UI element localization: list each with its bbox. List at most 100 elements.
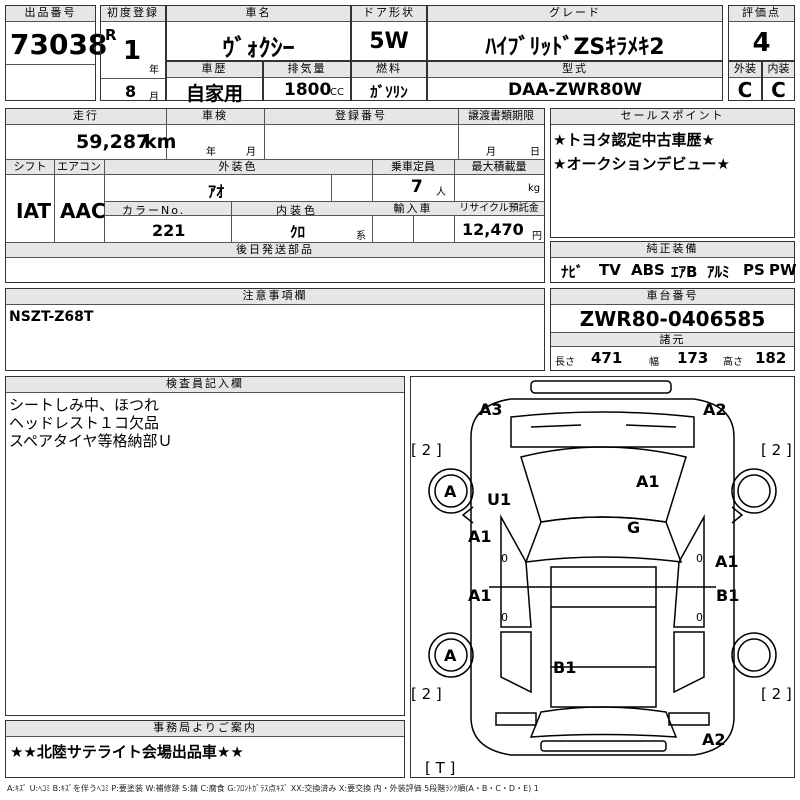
shift: IAT: [16, 199, 52, 223]
shift-label: シフト: [6, 160, 54, 175]
sales-point: ★トヨタ認定中古車歴★: [553, 131, 715, 149]
color-no: 221: [152, 221, 186, 240]
mark-b1-rear: B1: [553, 658, 576, 677]
int-grade: C: [771, 78, 786, 102]
score-cell: 評価点 4: [728, 5, 795, 61]
cc-unit: CC: [330, 87, 344, 98]
int-label: 内装: [763, 62, 794, 78]
doors: 5W: [369, 29, 409, 54]
capacity-label: 乗車定員: [372, 160, 454, 175]
mark-a2-front-right: A2: [703, 400, 727, 419]
exterior-color: ｱｵ: [208, 182, 225, 201]
caution-text: NSZT-Z68T: [9, 309, 94, 325]
ac: AAC: [60, 199, 106, 223]
spec-label: 諸元: [551, 332, 794, 347]
displacement: 1800: [284, 80, 332, 100]
model-cell: 型式 DAA-ZWR80W: [427, 61, 723, 101]
plate-label: 登録番号: [264, 109, 458, 125]
mark-zero: 0: [696, 552, 703, 565]
int-grade-cell: 内装 C: [762, 61, 795, 102]
yen-unit: 円: [532, 231, 542, 242]
mark-zero: 0: [501, 611, 508, 624]
ac-label: エアコン: [54, 160, 104, 175]
mileage-label: 走行: [6, 109, 166, 125]
color-no-label: カラーNo.: [122, 204, 186, 217]
grade: ﾊｲﾌﾞﾘｯﾄﾞZSｷﾗﾒｷ2: [485, 35, 665, 60]
mark-zero: 0: [501, 552, 508, 565]
sales-label: セールスポイント: [551, 109, 794, 125]
shaken-month-unit: 月: [246, 147, 256, 158]
mark-a1-left-front-door: A1: [468, 527, 492, 546]
inspector-notes: 検査員記入欄 シートしみ中、ほつれ ヘッドレスト１コ欠品 スペアタイヤ等格納部Ｕ: [5, 376, 405, 716]
history-cell: 車歴 自家用: [166, 61, 263, 105]
equip-ps: PS: [743, 261, 765, 279]
doors-cell: ドア形状 5W: [351, 5, 427, 61]
score-label: 評価点: [729, 6, 794, 22]
later-parts-label: 後日発送部品: [6, 243, 544, 258]
inspector-line: シートしみ中、ほつれ: [9, 396, 160, 414]
grade-cell: グレード ﾊｲﾌﾞﾘｯﾄﾞZSｷﾗﾒｷ2: [427, 5, 723, 61]
height-label: 高さ: [723, 357, 743, 368]
import-label: 輸入車: [372, 202, 454, 216]
month-unit: 月: [149, 92, 159, 103]
damage-diagram: [ 2 ] [ 2 ] [ 2 ] [ 2 ] [ T ] A3 A2 A U1…: [410, 376, 795, 778]
color-label: 外装色: [104, 160, 372, 175]
office-text: ★★北陸サテライト会場出品車★★: [10, 743, 244, 761]
displacement-label: 排気量: [264, 62, 350, 78]
equip-tv: TV: [599, 261, 621, 279]
width-label: 幅: [649, 357, 659, 368]
era: R: [105, 26, 117, 44]
width: 173: [677, 349, 709, 367]
int-color-label: 内装色: [276, 204, 318, 217]
spare-tire-score: [ T ]: [425, 759, 455, 777]
registration-cell: 初度登録 R 1 年 8 月: [100, 5, 166, 103]
interior-color: ｸﾛ: [290, 223, 306, 241]
equipment-label: 純正装備: [551, 242, 794, 258]
mark-a1-bonnet: A1: [636, 472, 660, 491]
year-unit: 年: [149, 65, 159, 76]
mark-a1-right-front-door: A1: [715, 552, 739, 571]
capacity: 7: [411, 177, 423, 197]
transfer-day-unit: 日: [530, 147, 540, 158]
lot-number: 73038: [10, 28, 108, 61]
mark-u1: U1: [487, 490, 511, 509]
office-notice: 事務局よりご案内 ★★北陸サテライト会場出品車★★: [5, 720, 405, 778]
mark-b1-right-rear-door: B1: [716, 586, 739, 605]
info-grid: 走行 車検 登録番号 譲渡書類期限 59,287 km 年 月 月 日 シフト …: [5, 108, 545, 283]
length: 471: [591, 349, 623, 367]
chassis-label: 車台番号: [551, 289, 794, 305]
equip-navi: ﾅﾋﾞ: [561, 263, 584, 281]
caution-label: 注意事項欄: [6, 289, 544, 305]
mark-a-wheel-rl: A: [444, 646, 457, 665]
recycle-fee: 12,470: [462, 220, 524, 239]
kg-unit: kg: [528, 183, 541, 194]
reg-month: 8: [125, 82, 137, 101]
reg-year: 1: [123, 36, 142, 66]
inspector-label: 検査員記入欄: [6, 377, 404, 393]
chassis: 車台番号 ZWR80-0406585 諸元 長さ 471 幅 173 高さ 18…: [550, 288, 795, 371]
mark-a1-left-rear-door: A1: [468, 586, 492, 605]
fuel-cell: 燃料 ｶﾞｿﾘﾝ: [351, 61, 427, 101]
int-color-suffix: 系: [356, 231, 366, 242]
caution: 注意事項欄 NSZT-Z68T: [5, 288, 545, 371]
fuel-label: 燃料: [352, 62, 426, 78]
height: 182: [755, 349, 787, 367]
sales-point: ★オークションデビュー★: [553, 155, 730, 173]
shaken-year-unit: 年: [206, 147, 216, 158]
sales-points: セールスポイント ★トヨタ認定中古車歴★ ★オークションデビュー★: [550, 108, 795, 238]
mark-a-wheel-fl: A: [444, 482, 457, 501]
mark-a2-rear-bumper: A2: [702, 730, 726, 749]
fuel: ｶﾞｿﾘﾝ: [370, 83, 408, 101]
doors-label: ドア形状: [352, 6, 426, 22]
inspector-line: ヘッドレスト１コ欠品: [9, 414, 160, 432]
equip-airbag: ｴｱB: [671, 263, 698, 281]
person-unit: 人: [436, 187, 446, 198]
transfer-month-unit: 月: [486, 147, 496, 158]
lot-label: 出品番号: [6, 6, 95, 22]
car-outline: [ 2 ] [ 2 ] [ 2 ] [ 2 ] [ T ] A3 A2 A U1…: [411, 380, 792, 777]
ext-grade: C: [737, 78, 753, 102]
legend: A:ｷｽﾞ U:ﾍｺﾐ B:ｷｽﾞを伴うﾍｺﾐ P:要塗装 W:補修跡 S:錆 …: [7, 784, 539, 793]
inspector-line: スペアタイヤ等格納部Ｕ: [9, 432, 173, 450]
tire-fl-score: [ 2 ]: [411, 441, 442, 459]
equipment: 純正装備 ﾅﾋﾞ TV ABS ｴｱB ｱﾙﾐ PS PW: [550, 241, 797, 283]
